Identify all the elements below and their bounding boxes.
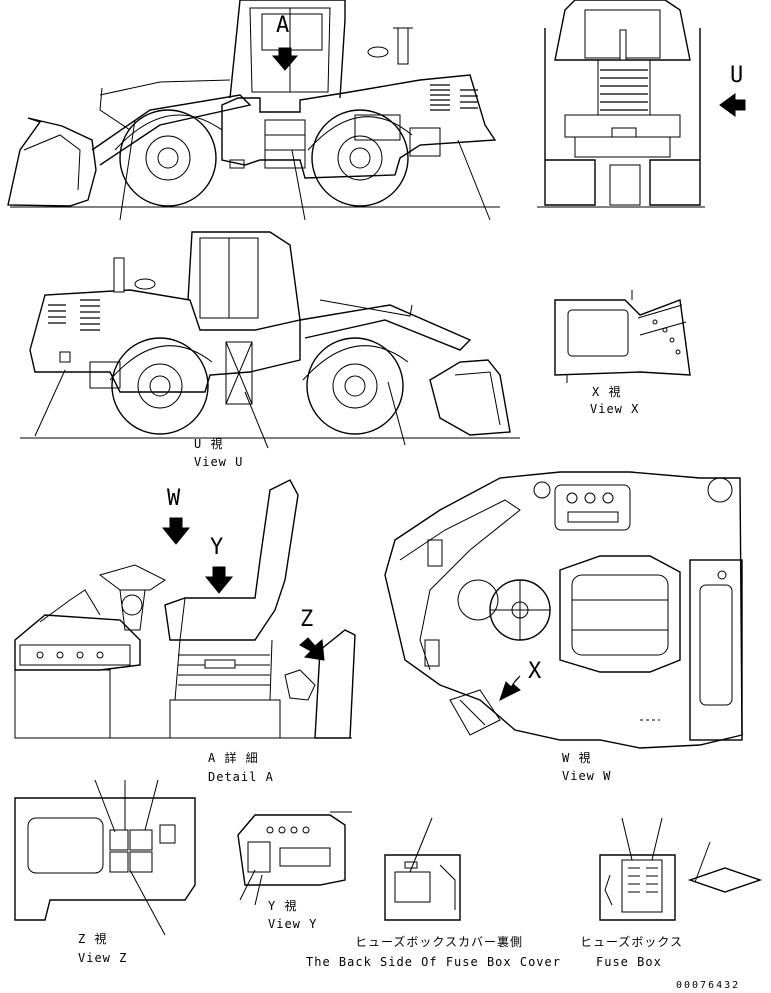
view-z-en: View Z bbox=[78, 951, 127, 965]
view-y-en: View Y bbox=[268, 917, 317, 931]
decal-sheet-drawing bbox=[687, 841, 763, 893]
view-x-drawing bbox=[554, 290, 691, 383]
marker-x: X bbox=[528, 659, 542, 684]
arrow-left-icon bbox=[719, 93, 746, 117]
arrow-diagonal-icon bbox=[499, 675, 521, 701]
view-x-en: View X bbox=[590, 402, 639, 416]
view-x-jp: X 視 bbox=[592, 384, 621, 399]
detail-a-jp: A 詳 細 bbox=[208, 750, 259, 765]
fuse-cover-en: The Back Side Of Fuse Box Cover bbox=[306, 955, 561, 969]
view-y-drawing bbox=[237, 811, 352, 906]
marker-y: Y bbox=[210, 535, 223, 560]
marker-u: U bbox=[730, 63, 743, 88]
fuse-box-jp: ヒューズボックス bbox=[580, 934, 683, 949]
view-w-en: View W bbox=[562, 769, 611, 783]
marker-a: A bbox=[276, 13, 289, 38]
view-u-jp: U 視 bbox=[194, 436, 223, 451]
arrow-down-icon bbox=[271, 47, 299, 71]
arrow-down-icon bbox=[161, 517, 191, 545]
detail-a-en: Detail A bbox=[208, 770, 274, 784]
arrow-diagonal-icon bbox=[299, 637, 325, 661]
marker-z: Z bbox=[300, 607, 313, 632]
view-w-jp: W 視 bbox=[562, 750, 591, 765]
loader-side-view-right bbox=[20, 231, 520, 449]
view-z-jp: Z 視 bbox=[78, 931, 107, 946]
view-u-en: View U bbox=[194, 455, 243, 469]
fuse-cover-jp: ヒューズボックスカバー裏側 bbox=[355, 934, 523, 949]
fuse-box-cover-drawing bbox=[384, 817, 461, 921]
view-y-jp: Y 視 bbox=[268, 898, 297, 913]
fuse-box-en: Fuse Box bbox=[596, 955, 662, 969]
detail-a-drawing bbox=[14, 479, 356, 739]
serial-number: 00076432 bbox=[676, 980, 740, 991]
fuse-box-drawing bbox=[599, 817, 676, 921]
arrow-down-icon bbox=[204, 566, 234, 594]
view-z-drawing bbox=[14, 779, 196, 936]
loader-rear-view bbox=[537, 0, 705, 208]
loader-side-view-left bbox=[7, 0, 500, 221]
marker-w: W bbox=[167, 486, 181, 511]
view-w-drawing bbox=[384, 471, 743, 749]
